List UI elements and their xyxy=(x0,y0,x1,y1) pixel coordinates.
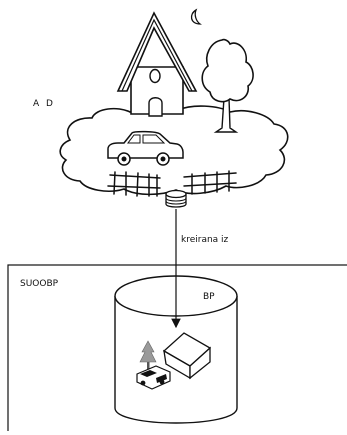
house-icon xyxy=(118,13,196,116)
outer-world-label: A D xyxy=(33,99,55,109)
database-label: BP xyxy=(203,292,215,302)
moon-icon xyxy=(191,10,200,24)
real-world-sketch xyxy=(60,10,288,207)
relation-label: kreirana iz xyxy=(181,235,228,245)
data-stack-icon xyxy=(166,191,186,208)
system-label: SUOOBP xyxy=(20,279,58,289)
